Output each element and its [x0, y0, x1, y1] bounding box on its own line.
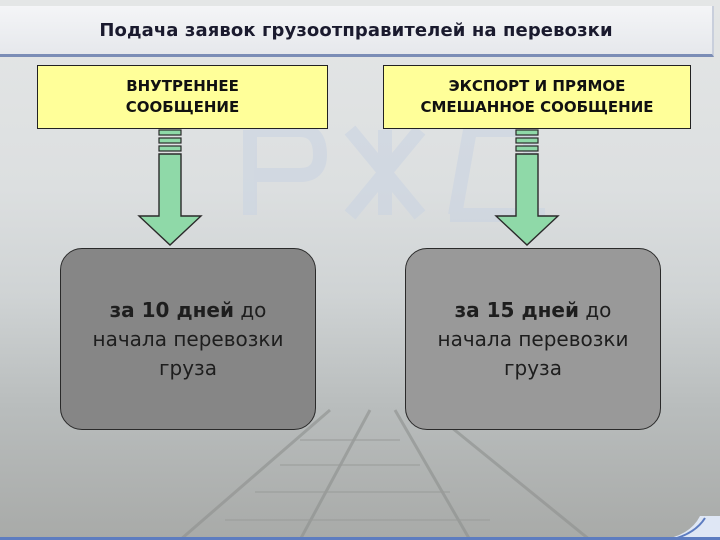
rail-sleepers — [225, 439, 490, 521]
page-title: Подача заявок грузоотправителей на перев… — [99, 19, 613, 41]
bottom-rule — [0, 537, 720, 540]
export-deadline-text: за 15 дней до начала перевозки груза — [438, 296, 629, 383]
export-deadline-box: за 15 дней до начала перевозки груза — [405, 248, 661, 430]
export-deadline-line1: за 15 дней до — [438, 296, 629, 325]
export-term-rest: до — [579, 297, 612, 322]
export-deadline-line3: груза — [504, 355, 562, 380]
domestic-header-line2: СООБЩЕНИЕ — [125, 98, 240, 116]
rzd-logo-watermark — [243, 123, 545, 222]
domestic-deadline-box: за 10 дней до начала перевозки груза — [60, 248, 316, 430]
domestic-term-bold: за 10 дней — [109, 297, 234, 322]
down-arrow-icon — [137, 129, 203, 246]
title-bar: Подача заявок грузоотправителей на перев… — [0, 6, 714, 57]
domestic-deadline-line1: за 10 дней до — [93, 296, 284, 325]
domestic-header-box: ВНУТРЕННЕЕ СООБЩЕНИЕ — [37, 65, 328, 129]
rail-tracks — [179, 408, 591, 540]
down-arrow-icon — [494, 129, 560, 246]
domestic-header-text: ВНУТРЕННЕЕ СООБЩЕНИЕ — [126, 76, 239, 118]
export-header-box: ЭКСПОРТ И ПРЯМОЕ СМЕШАННОЕ СООБЩЕНИЕ — [383, 65, 691, 129]
export-header-line1: ЭКСПОРТ И ПРЯМОЕ — [448, 77, 626, 95]
domestic-deadline-text: за 10 дней до начала перевозки груза — [93, 296, 284, 383]
export-header-line2: СМЕШАННОЕ СООБЩЕНИЕ — [420, 98, 654, 116]
domestic-header-line1: ВНУТРЕННЕЕ — [126, 77, 239, 95]
domestic-term-rest: до — [234, 297, 267, 322]
domestic-deadline-line2: начала перевозки — [92, 326, 284, 351]
domestic-deadline-line3: груза — [159, 355, 217, 380]
export-term-bold: за 15 дней — [454, 297, 579, 322]
export-header-text: ЭКСПОРТ И ПРЯМОЕ СМЕШАННОЕ СООБЩЕНИЕ — [420, 76, 653, 118]
export-deadline-line2: начала перевозки — [437, 326, 629, 351]
